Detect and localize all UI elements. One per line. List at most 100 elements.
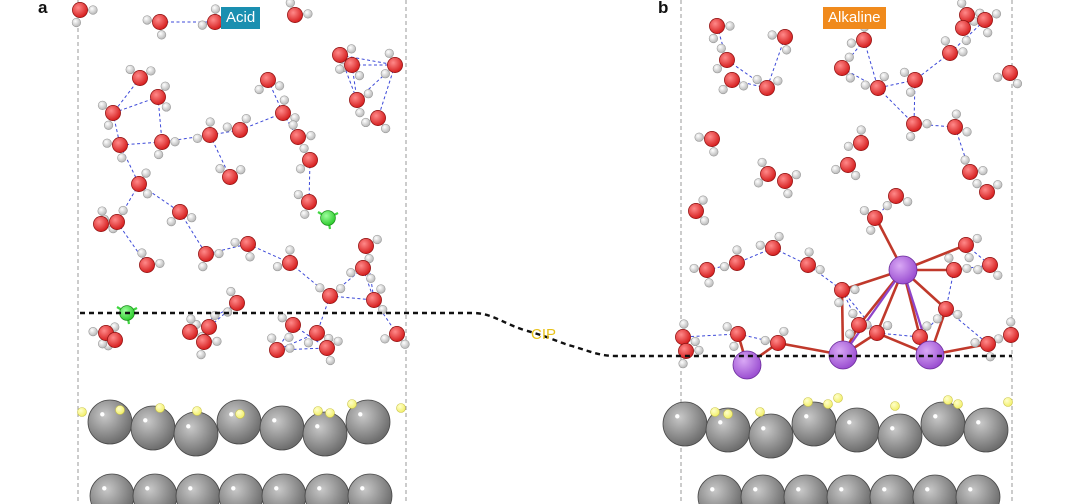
oxygen-atom <box>729 255 745 271</box>
oxygen-atom <box>366 292 382 308</box>
metal-atom-highlight <box>933 414 938 419</box>
adsorbed-h-atom <box>755 407 765 417</box>
hydrogen-atom <box>773 76 783 86</box>
hydrogen-atom <box>905 87 916 97</box>
oxygen-atom <box>107 332 123 348</box>
oxygen-atom <box>287 7 303 23</box>
oxygen-atom <box>765 240 781 256</box>
hydrogen-atom <box>245 252 255 262</box>
hydrogen-atom <box>722 322 732 332</box>
oxygen-atom <box>105 105 121 121</box>
oxygen-atom <box>777 29 793 45</box>
hydrogen-atom <box>779 326 789 337</box>
oxygen-atom <box>222 169 238 185</box>
hydrogen-atom <box>295 164 306 174</box>
hydrogen-atom <box>850 284 860 295</box>
adsorbed-h-atom <box>347 399 357 409</box>
hydrogen-atom <box>978 166 988 176</box>
hydrogen-atom <box>226 286 236 297</box>
metal-atom-highlight <box>847 420 852 425</box>
oxygen-atom <box>699 262 715 278</box>
metal-atom <box>89 473 135 504</box>
metal-atom-highlight <box>804 414 809 419</box>
adsorbed-h-atom <box>890 401 900 411</box>
oxygen-atom <box>777 173 793 189</box>
metal-atom-highlight <box>882 487 887 492</box>
hydrogen-atom <box>102 138 112 148</box>
oxygen-atom <box>202 127 218 143</box>
hydrogen-atom <box>166 217 176 227</box>
hydrogen-atom <box>137 248 147 258</box>
metal-atom <box>130 405 176 451</box>
hydrogen-atom <box>882 201 892 211</box>
hydrogen-atom <box>708 33 719 44</box>
hydrogen-atom <box>962 263 972 274</box>
hydrogen-atom <box>380 334 390 344</box>
proton-atom <box>320 210 336 226</box>
hydrogen-atom <box>906 131 916 142</box>
adsorbed-h-atom <box>192 406 202 416</box>
hydrogen-atom <box>738 81 749 91</box>
hydrogen-atom <box>732 245 742 255</box>
hydrogen-atom <box>303 338 314 348</box>
hydrogen-atom <box>1006 317 1016 327</box>
hydrogen-atom <box>161 102 171 112</box>
oxygen-atom <box>977 12 993 28</box>
hydrogen-atom <box>694 132 704 142</box>
oxygen-atom <box>358 238 374 254</box>
oxygen-atom <box>301 194 317 210</box>
oxygen-atom <box>132 70 148 86</box>
hydrogen-atom <box>366 273 376 283</box>
oxygen-atom <box>955 20 971 36</box>
special-species <box>116 210 945 380</box>
metal-atom <box>87 399 133 445</box>
metal-atom <box>740 474 786 504</box>
oxygen-atom <box>1002 65 1018 81</box>
hydrogen-atom <box>97 206 107 216</box>
hydrogen-bond <box>138 183 181 213</box>
metal-atom-highlight <box>761 426 766 431</box>
hydrogen-atom <box>306 131 316 141</box>
hydrogen-atom <box>364 254 374 264</box>
hydrogen-bond <box>339 54 396 66</box>
metal-atom <box>826 474 872 504</box>
oxygen-atom <box>907 72 923 88</box>
hydrogen-atom <box>363 89 373 99</box>
oxygen-atom <box>232 122 248 138</box>
metal-atom <box>347 473 393 504</box>
oxygen-atom <box>285 317 301 333</box>
hydrogen-atom <box>267 333 277 343</box>
oxygen-atom <box>709 18 725 34</box>
metal-atom <box>132 473 178 504</box>
hydrogen-atom <box>699 216 710 226</box>
cell-boundaries <box>77 0 1013 504</box>
hydrogen-atom <box>752 74 762 85</box>
oxygen-atom <box>675 329 691 345</box>
hydrogen-atom <box>380 69 390 79</box>
hydrogen-atom <box>899 67 910 77</box>
hydrogen-atom <box>254 84 264 95</box>
hydrogen-atom <box>88 327 98 337</box>
hydrogen-atom <box>236 165 246 175</box>
hydrogen-bond-network <box>112 19 991 351</box>
metal-atom <box>345 399 391 445</box>
oxygen-atom <box>290 129 306 145</box>
hydrogen-bond <box>112 96 159 114</box>
metal-atom <box>748 413 794 459</box>
metal-atom <box>259 405 305 451</box>
hydrogen-atom <box>834 298 844 308</box>
hydrogen-atom <box>694 345 704 355</box>
hydrogen-atom <box>88 5 98 15</box>
hydrogen-atom <box>142 189 153 199</box>
oxygen-atom <box>851 317 867 333</box>
oxygen-atom <box>322 288 338 304</box>
hydrogen-atom <box>851 170 861 181</box>
metal-atom <box>912 474 958 504</box>
metal-atom-highlight <box>358 412 363 417</box>
adsorbed-h-atom <box>115 405 125 415</box>
hydrogen-atom <box>698 195 708 205</box>
oxygen-atom <box>853 135 869 151</box>
hydrogen-atom <box>210 4 221 14</box>
oxygen-atom <box>150 89 166 105</box>
hydrogen-atom <box>381 123 391 134</box>
